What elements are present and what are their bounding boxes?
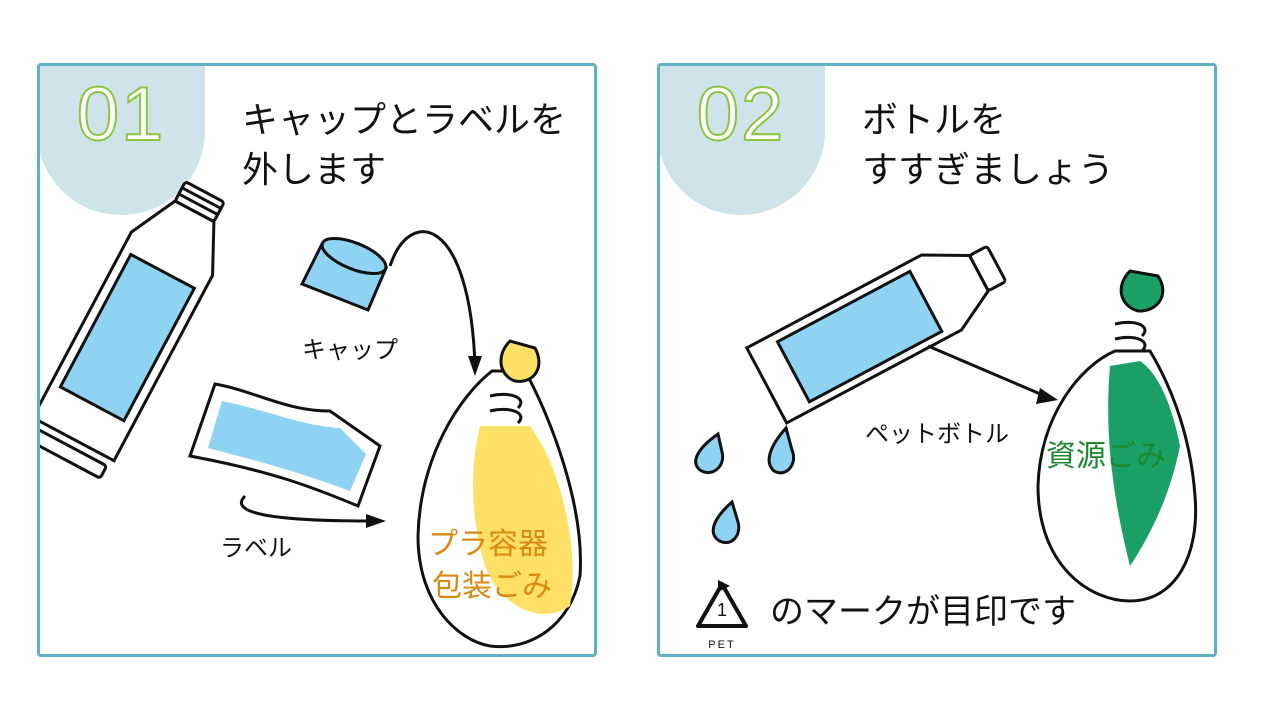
garbage-bag-icon (1036, 269, 1198, 603)
arrow-icon (388, 230, 477, 367)
step-2-illustration: ペットボトル 資源ごみ (694, 245, 1198, 603)
pet-bottle-icon (40, 181, 225, 479)
arrow-icon (239, 494, 371, 523)
step-panel-2: 02 ボトルを すすぎましょう ペットボトル 資源ごみ 1 (657, 63, 1217, 657)
step-panel-1: 01 キャップとラベルを 外します (37, 63, 597, 657)
step-instruction: キャップとラベルを 外します (242, 100, 567, 191)
pet-recycle-icon: 1 PET (696, 580, 748, 651)
svg-text:1: 1 (717, 600, 727, 620)
step-number: 02 (696, 71, 786, 158)
recycle-mark-caption: のマークが目印です (770, 592, 1076, 632)
label-wrapper-icon (188, 382, 382, 508)
step-badge: 02 (660, 66, 825, 215)
step-badge: 01 (40, 66, 205, 215)
step-1-illustration: キャップ ラベル プラ容器 包装ごみ (40, 181, 582, 649)
svg-text:PET: PET (708, 639, 735, 651)
label-label: ラベル (220, 534, 292, 562)
resource-bag-label: 資源ごみ (1046, 439, 1166, 474)
pet-bottle-icon (744, 245, 1007, 425)
bag-label-line2: 包装ごみ (432, 569, 552, 604)
cap-label: キャップ (302, 336, 398, 364)
step-instruction: ボトルを すすぎましょう (862, 100, 1115, 191)
arrow-icon (927, 344, 1046, 398)
bottle-label: ペットボトル (865, 420, 1009, 448)
water-drop-icon (694, 424, 795, 545)
cap-icon (299, 236, 388, 312)
bag-label-line1: プラ容器 (428, 527, 548, 562)
garbage-bag-icon (416, 339, 582, 649)
step-number: 01 (76, 71, 166, 158)
